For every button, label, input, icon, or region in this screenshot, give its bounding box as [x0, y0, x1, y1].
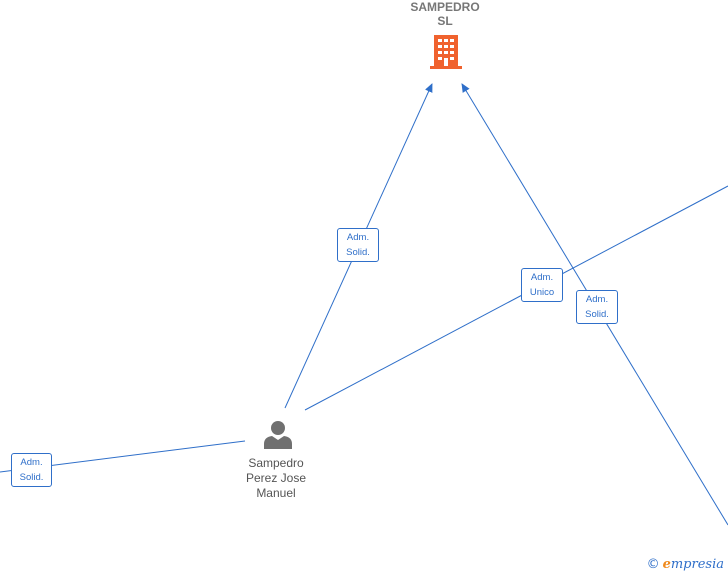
edge-role-line2: Solid.	[346, 247, 370, 258]
edge-role-badge[interactable]: Adm. Solid.	[576, 290, 618, 324]
company-name: SAMPEDRO SL	[395, 0, 495, 28]
edge-role-line2: Solid.	[585, 309, 609, 320]
edge-role-line1: Adm.	[585, 294, 609, 305]
person-name-line3: Manuel	[256, 486, 296, 500]
person-icon[interactable]	[262, 420, 294, 450]
person-name-line1: Sampedro	[248, 456, 304, 470]
person-name-line2: Perez Jose	[245, 471, 307, 485]
edge-role-badge[interactable]: Adm. Unico	[521, 268, 563, 302]
copyright-symbol: ©	[646, 557, 660, 572]
edge-role-line2: Solid.	[19, 472, 44, 483]
building-icon[interactable]	[429, 34, 463, 70]
company-name-line2: SL	[437, 14, 453, 28]
company-name-line1: SAMPEDRO	[410, 0, 480, 14]
person-name: Sampedro Perez Jose Manuel	[226, 456, 326, 501]
brand-name: mpresia	[670, 557, 724, 572]
edge-role-line1: Adm.	[530, 272, 554, 283]
edge-role-badge[interactable]: Adm. Solid.	[337, 228, 379, 262]
edge-role-badge[interactable]: Adm. Solid.	[11, 453, 52, 487]
edge-role-line2: Unico	[529, 287, 555, 298]
empresia-logo[interactable]: ©empresia	[647, 557, 724, 572]
edge-role-line1: Adm.	[20, 457, 43, 468]
edge-role-line1: Adm.	[346, 232, 370, 243]
edge-person-to-offscreen-right	[304, 185, 728, 411]
brand-initial: e	[662, 557, 671, 572]
